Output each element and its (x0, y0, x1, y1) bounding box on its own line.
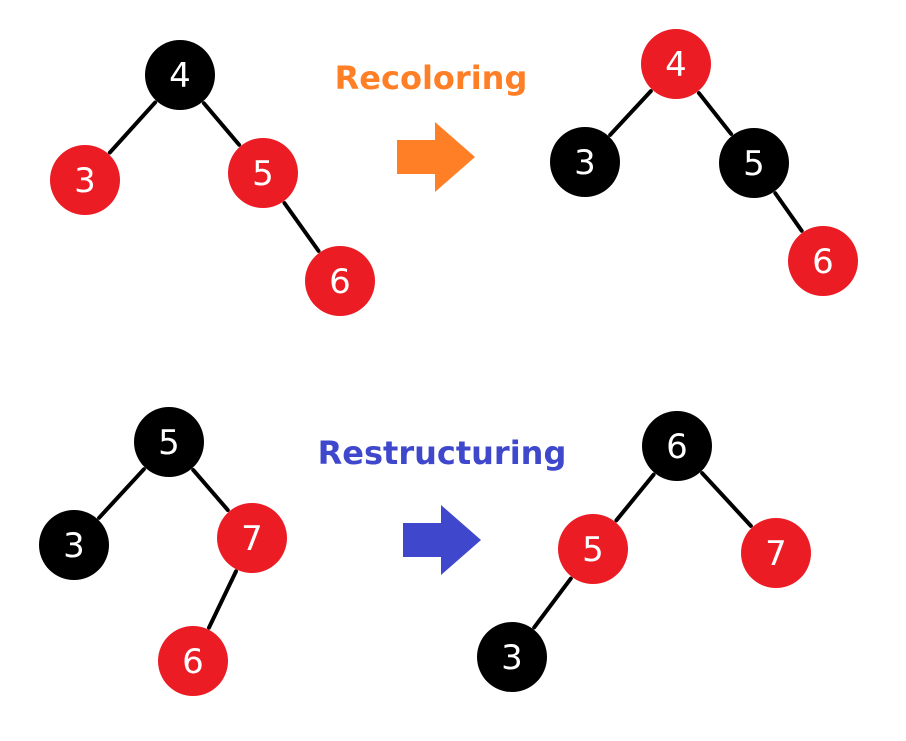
node-circle (477, 622, 547, 692)
node-label: 3 (574, 143, 596, 183)
node-circle (228, 138, 298, 208)
tree-node-5: 5 (558, 514, 628, 584)
node-circle (217, 503, 287, 573)
right-arrow-icon (403, 505, 481, 575)
step-restructuring: 5 3 7 6 Restructuring 6 5 7 3 (39, 407, 811, 696)
tree-node-7: 7 (741, 518, 811, 588)
node-label: 4 (169, 56, 191, 96)
node-circle (642, 411, 712, 481)
tree-node-4: 4 (145, 40, 215, 110)
node-circle (134, 407, 204, 477)
tree-edge (532, 576, 573, 630)
tree-before-1: 4 3 5 6 (50, 40, 375, 316)
tree-edge (608, 89, 653, 137)
tree-node-5: 5 (134, 407, 204, 477)
node-label: 7 (765, 534, 787, 574)
tree-edge (696, 91, 734, 136)
tree-node-5: 5 (719, 128, 789, 198)
node-label: 6 (329, 262, 351, 302)
tree-edge (773, 191, 804, 233)
tree-edge (201, 101, 242, 147)
step-recoloring: 4 3 5 6 Recoloring 4 3 5 6 (50, 29, 858, 316)
node-circle (788, 226, 858, 296)
tree-node-7: 7 (217, 503, 287, 573)
step-title: Recoloring (335, 59, 528, 97)
node-label: 6 (182, 642, 204, 682)
tree-node-3: 3 (39, 510, 109, 580)
node-label: 5 (743, 144, 765, 184)
tree-edge (207, 569, 238, 630)
node-circle (145, 40, 215, 110)
tree-edge (97, 467, 146, 520)
step-title: Restructuring (318, 434, 567, 472)
tree-before-2: 5 3 7 6 (39, 407, 287, 696)
node-circle (558, 514, 628, 584)
node-circle (741, 518, 811, 588)
tree-edge (191, 467, 230, 513)
node-label: 5 (252, 154, 274, 194)
node-circle (39, 510, 109, 580)
node-label: 6 (812, 242, 834, 282)
node-circle (158, 626, 228, 696)
tree-edge (282, 201, 321, 253)
node-circle (305, 246, 375, 316)
tree-edge (107, 100, 158, 155)
node-label: 3 (63, 526, 85, 566)
node-label: 3 (501, 638, 523, 678)
tree-node-6: 6 (642, 411, 712, 481)
tree-edge (614, 472, 656, 523)
node-label: 3 (74, 161, 96, 201)
node-circle (719, 128, 789, 198)
tree-node-5: 5 (228, 138, 298, 208)
tree-after-1: 4 3 5 6 (550, 29, 858, 296)
node-circle (50, 145, 120, 215)
tree-node-3: 3 (50, 145, 120, 215)
tree-after-2: 6 5 7 3 (477, 411, 811, 692)
node-label: 5 (582, 530, 604, 570)
node-circle (641, 29, 711, 99)
node-label: 4 (665, 45, 687, 85)
tree-edge (700, 471, 753, 528)
right-arrow-icon (397, 122, 475, 192)
node-label: 7 (241, 519, 263, 559)
node-label: 6 (666, 427, 688, 467)
tree-node-4: 4 (641, 29, 711, 99)
tree-node-6: 6 (788, 226, 858, 296)
tree-node-6: 6 (305, 246, 375, 316)
node-circle (550, 127, 620, 197)
tree-node-3: 3 (477, 622, 547, 692)
tree-node-6: 6 (158, 626, 228, 696)
node-label: 5 (158, 423, 180, 463)
tree-node-3: 3 (550, 127, 620, 197)
